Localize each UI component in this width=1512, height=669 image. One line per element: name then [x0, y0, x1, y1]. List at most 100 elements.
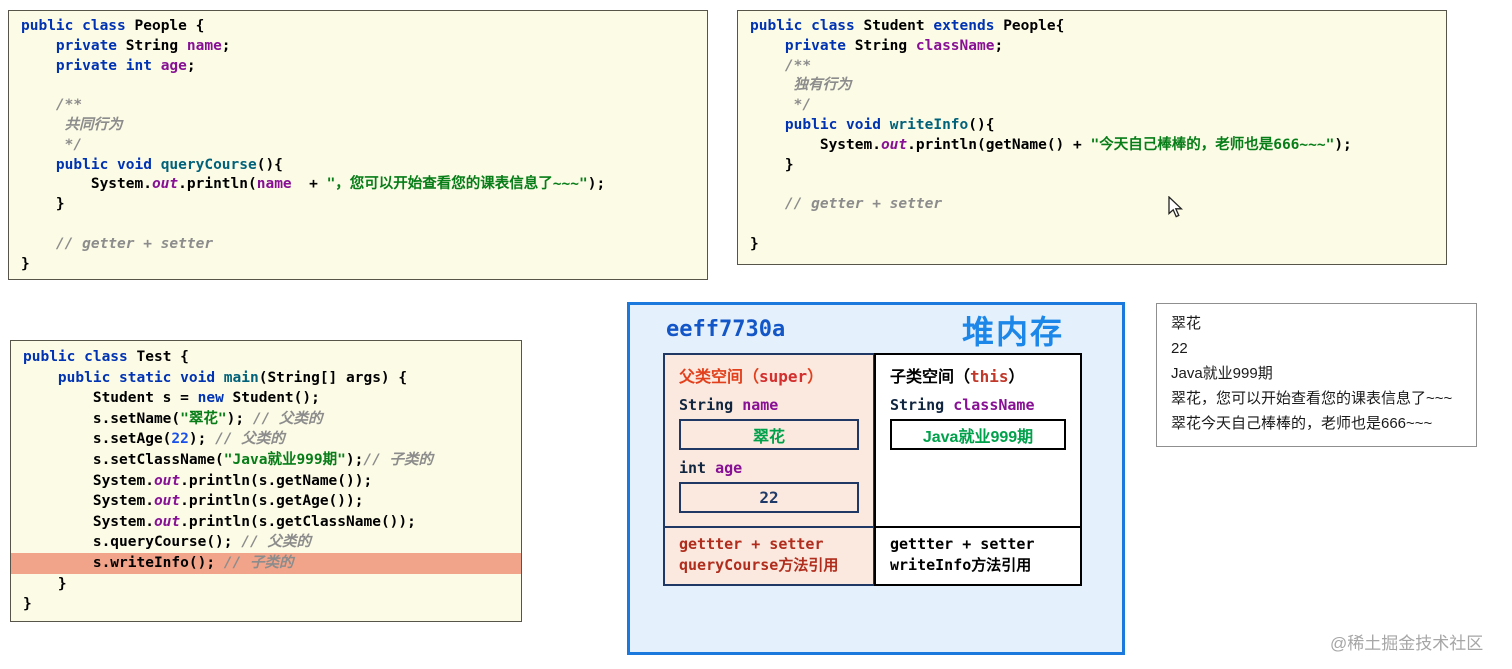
parent-space-header: 父类空间（super）	[679, 363, 859, 387]
code-token: System.	[23, 493, 154, 510]
console-output-box: 翠花 22 Java就业999期 翠花，您可以开始查看您的课表信息了~~~ 翠花…	[1156, 303, 1477, 447]
code-token: private int	[55, 57, 161, 74]
watermark: @稀土掘金技术社区	[1330, 634, 1484, 653]
code-line: s.writeInfo(); // 子类的	[11, 552, 521, 574]
code-token: System.	[21, 176, 152, 193]
output-line: Java就业999期	[1171, 365, 1273, 382]
code-token: 独有行为	[750, 77, 852, 94]
classname-value-box: Java就业999期	[890, 419, 1066, 450]
code-token: // 子类的	[223, 554, 294, 571]
code-line: s.setClassName("Java就业999期");// 子类的	[23, 450, 509, 471]
code-token: String	[125, 37, 187, 54]
code-token: private	[55, 37, 126, 54]
code-line: }	[750, 156, 1434, 176]
code-token	[21, 58, 56, 74]
code-line: public static void main(String[] args) {	[23, 368, 509, 389]
code-line: private String name;	[21, 37, 695, 57]
code-line: s.setAge(22); // 父类的	[23, 429, 509, 450]
code-line: /**	[21, 96, 695, 116]
code-token: );	[587, 176, 606, 193]
parent-method-line: gettter + setter	[679, 535, 824, 553]
code-token: className	[915, 37, 995, 54]
code-token	[21, 157, 56, 173]
code-token: );	[188, 431, 216, 448]
code-token: .println(	[178, 176, 257, 193]
code-token: main	[223, 369, 259, 386]
code-token: }	[750, 156, 794, 173]
code-token: // 父类的	[252, 410, 323, 427]
code-line: // getter + setter	[21, 235, 695, 255]
student-class-code-box: public class Student extends People{ pri…	[737, 10, 1447, 265]
code-token: out	[153, 472, 181, 489]
code-token: new	[197, 390, 224, 407]
code-token: Student s =	[23, 390, 198, 407]
people-class-code-box: public class People { private String nam…	[8, 10, 708, 280]
code-line: 共同行为	[21, 116, 695, 136]
code-token: ;	[221, 37, 231, 54]
code-token: public static void	[57, 369, 224, 386]
child-space-panel: 子类空间（this） String className Java就业999期 g…	[874, 353, 1082, 586]
code-token: s.setClassName(	[23, 451, 224, 468]
code-line: System.out.println(getName() + "今天自己棒棒的，…	[750, 136, 1434, 156]
code-line: }	[23, 594, 509, 615]
code-token: System.	[23, 472, 154, 489]
code-token: ;	[994, 37, 1004, 54]
code-line: 独有行为	[750, 76, 1434, 96]
code-token: 22	[171, 431, 189, 448]
code-token: (String[] args) {	[258, 369, 408, 386]
field-name: age	[715, 459, 743, 477]
code-token: queryCourse	[160, 156, 257, 173]
parent-space-panel: 父类空间（super） String name 翠花 int age 22 ge…	[663, 353, 875, 586]
super-keyword: super	[759, 367, 808, 386]
code-token: "翠花"	[180, 410, 227, 427]
code-token: s.setAge(	[23, 431, 172, 448]
field-name-label: String name	[679, 396, 859, 414]
code-token: name	[186, 37, 222, 54]
output-line: 翠花	[1171, 315, 1202, 332]
code-token: .println(s.getName());	[180, 472, 373, 489]
age-value: 22	[759, 488, 779, 507]
code-token: public void	[55, 156, 161, 173]
code-token: System.	[750, 136, 881, 153]
parent-space-label-close: ）	[807, 369, 824, 386]
field-classname-label: String className	[890, 396, 1066, 414]
code-token: Test {	[136, 349, 189, 365]
output-line: 翠花今天自己棒棒的，老师也是666~~~	[1171, 415, 1433, 432]
child-space-label-close: ）	[1008, 369, 1025, 386]
field-type: String	[679, 396, 743, 414]
code-line	[21, 215, 695, 235]
code-token: .println(s.getClassName());	[180, 513, 416, 530]
code-line: /**	[750, 57, 1434, 77]
code-token	[21, 77, 30, 93]
code-token: }	[21, 255, 30, 272]
code-token: // 父类的	[215, 431, 285, 448]
code-token: "Java就业999期"	[223, 451, 346, 468]
code-token	[23, 370, 58, 386]
parent-method-line: queryCourse方法引用	[679, 556, 839, 574]
code-token: out	[151, 176, 179, 193]
code-line: */	[21, 136, 695, 156]
age-value-box: 22	[679, 482, 859, 513]
code-line: // getter + setter	[750, 195, 1434, 215]
code-line: public class Student extends People{	[750, 17, 1434, 37]
code-token: }	[23, 575, 67, 592]
code-token: (){	[256, 156, 283, 173]
code-token: Student();	[223, 390, 320, 407]
code-line: public class People {	[21, 17, 695, 37]
code-token: s.writeInfo();	[23, 554, 224, 571]
code-token: );	[345, 451, 364, 468]
code-line	[750, 175, 1434, 195]
code-token: "，您可以开始查看您的课表信息了~~~"	[326, 176, 588, 193]
code-line: public void queryCourse(){	[21, 156, 695, 176]
field-name: className	[953, 396, 1035, 414]
name-value-box: 翠花	[679, 419, 859, 450]
field-type: int	[679, 459, 716, 477]
code-line	[21, 76, 695, 96]
code-token: );	[1334, 136, 1352, 153]
memory-panels: 父类空间（super） String name 翠花 int age 22 ge…	[663, 353, 1082, 586]
code-line: System.out.println(s.getName());	[23, 471, 509, 492]
output-line: 翠花，您可以开始查看您的课表信息了~~~	[1171, 390, 1453, 407]
code-line: public void writeInfo(){	[750, 116, 1434, 136]
child-method-line: gettter + setter	[890, 535, 1035, 553]
code-token: People {	[134, 18, 205, 34]
